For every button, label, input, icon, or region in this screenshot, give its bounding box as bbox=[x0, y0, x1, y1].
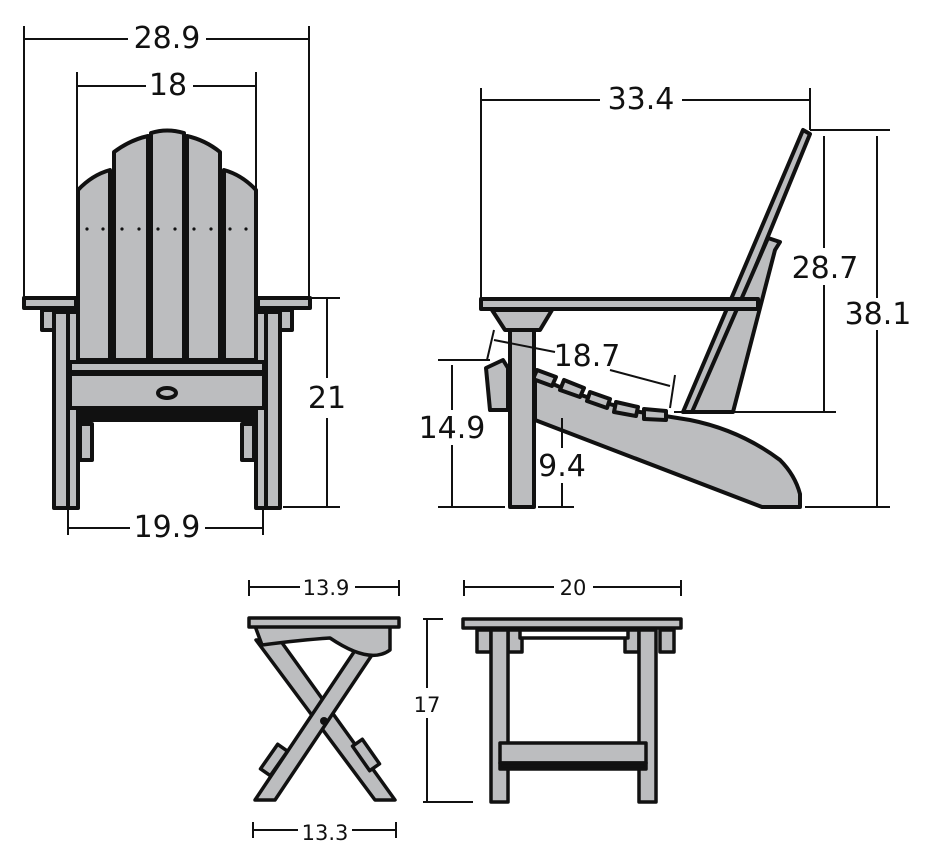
back-width-label: 18 bbox=[149, 68, 187, 103]
chair-side-view bbox=[479, 128, 812, 509]
chair-side-dimension-lines bbox=[438, 88, 890, 508]
table-front-width-label: 20 bbox=[560, 576, 587, 600]
seat-front-height-label: 14.9 bbox=[419, 411, 486, 446]
overall-width-label: 28.9 bbox=[134, 21, 201, 56]
seat-back-height-label: 9.4 bbox=[538, 449, 586, 484]
chair-front-view bbox=[22, 128, 312, 510]
back-height-label: 28.7 bbox=[792, 251, 859, 286]
table-front-view bbox=[461, 617, 683, 804]
table-side-view bbox=[247, 616, 401, 802]
table-top-width-label: 13.9 bbox=[303, 576, 350, 600]
overall-height-label: 38.1 bbox=[845, 297, 912, 332]
table-pivot-bolt bbox=[320, 717, 328, 725]
chair-front-dots bbox=[85, 227, 248, 231]
depth-label: 33.4 bbox=[608, 82, 675, 117]
table-height-label: 17 bbox=[414, 693, 441, 717]
arm-height-label: 21 bbox=[308, 381, 346, 416]
table-side-dimension-lines bbox=[248, 580, 473, 838]
seat-depth-label: 18.7 bbox=[554, 339, 621, 374]
leg-spread-label: 19.9 bbox=[134, 510, 201, 545]
table-front-dimension-lines bbox=[463, 580, 682, 596]
table-base-width-label: 13.3 bbox=[302, 821, 349, 845]
chair-front-dimension-lines bbox=[23, 26, 340, 535]
